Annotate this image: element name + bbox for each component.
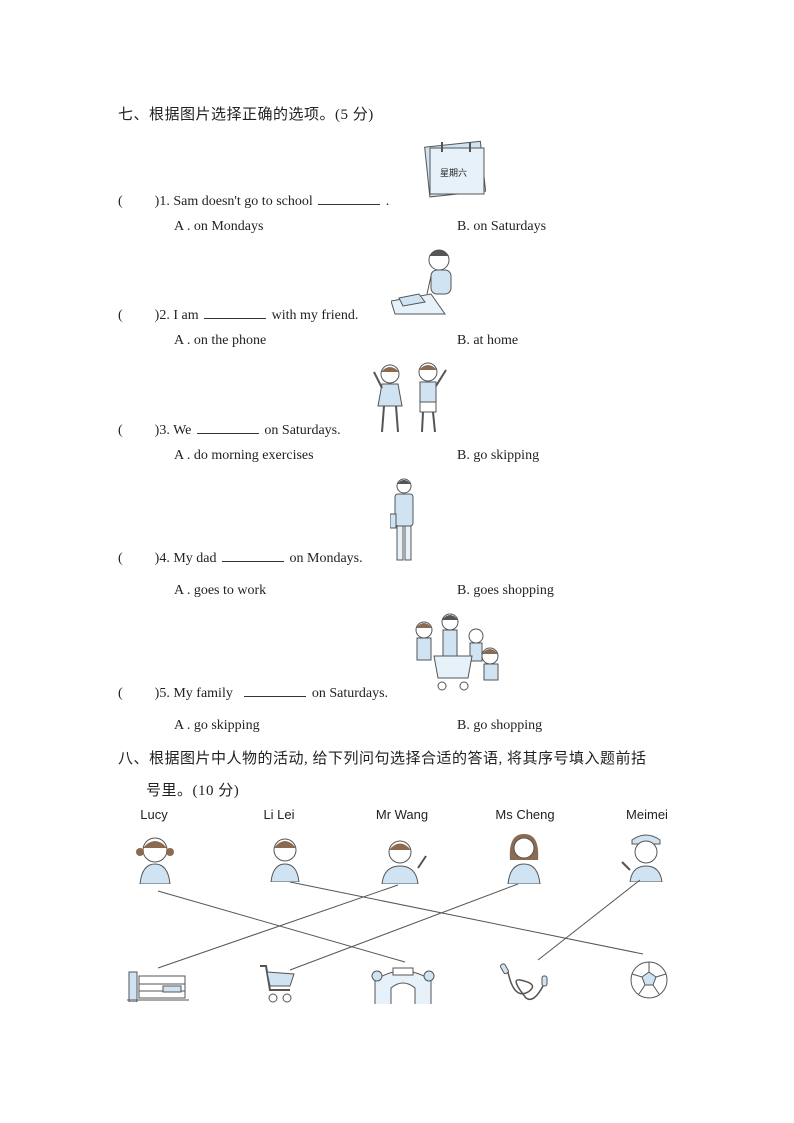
- boy-on-phone-image: [391, 246, 463, 316]
- option-b: B. on Saturdays: [457, 219, 547, 234]
- kids-exercising-image: [370, 360, 452, 436]
- family-shopping-image: [410, 612, 508, 696]
- question-4: ()4. My dad on Mondays.: [118, 549, 363, 566]
- match-line-mr-wang: [157, 884, 399, 969]
- person-name-ms-cheng: Ms Cheng: [495, 807, 555, 822]
- match-line-lucy: [157, 890, 406, 963]
- option-a: A . go skipping: [174, 718, 260, 733]
- person-name-lucy: Lucy: [140, 807, 168, 822]
- option-b: B. at home: [457, 333, 519, 348]
- mr-wang-portrait: [380, 838, 430, 884]
- section8-title-line2: 号里。(10 分): [146, 783, 240, 799]
- answer-blank: [222, 549, 285, 562]
- jump-rope-icon: [500, 962, 550, 1002]
- answer-blank: [204, 306, 267, 319]
- football-icon: [629, 960, 669, 1000]
- shopping-cart-icon: [258, 962, 298, 1004]
- answer-blank: [244, 684, 307, 697]
- option-b: B. go shopping: [457, 718, 543, 733]
- person-name-meimei: Meimei: [626, 807, 668, 822]
- question-1: ()1. Sam doesn't go to school .: [118, 192, 390, 209]
- option-a: A . on the phone: [174, 333, 267, 348]
- question-3: ()3. We on Saturdays.: [118, 421, 341, 438]
- match-line-li-lei: [289, 881, 644, 955]
- option-a: A . on Mondays: [174, 219, 264, 234]
- match-line-meimei: [537, 879, 641, 961]
- li-lei-portrait: [268, 834, 302, 882]
- option-b: B. go skipping: [457, 448, 540, 463]
- lucy-portrait: [134, 832, 176, 884]
- option-b: B. goes shopping: [457, 583, 554, 598]
- person-name-li-lei: Li Lei: [263, 807, 295, 822]
- question-2: ()2. I am with my friend.: [118, 306, 359, 323]
- park-gate-icon: [371, 964, 435, 1004]
- option-a: A . do morning exercises: [174, 448, 314, 463]
- answer-blank: [318, 192, 381, 205]
- answer-blank: [196, 421, 259, 434]
- question-5: ()5. My family on Saturdays.: [118, 684, 389, 701]
- ms-cheng-portrait: [504, 830, 544, 884]
- school-icon: [127, 964, 189, 1002]
- calendar-text: 星期六: [440, 169, 468, 179]
- dad-image: [390, 478, 418, 564]
- person-name-mr-wang: Mr Wang: [375, 807, 429, 822]
- match-line-ms-cheng: [289, 883, 519, 971]
- section7-title: 七、根据图片选择正确的选项。(5 分): [118, 107, 374, 123]
- calendar-icon: 星期六: [424, 136, 488, 200]
- section8-title-line1: 八、根据图片中人物的活动, 给下列问句选择合适的答语, 将其序号填入题前括: [118, 751, 647, 767]
- meimei-portrait: [620, 830, 668, 882]
- option-a: A . goes to work: [174, 583, 267, 598]
